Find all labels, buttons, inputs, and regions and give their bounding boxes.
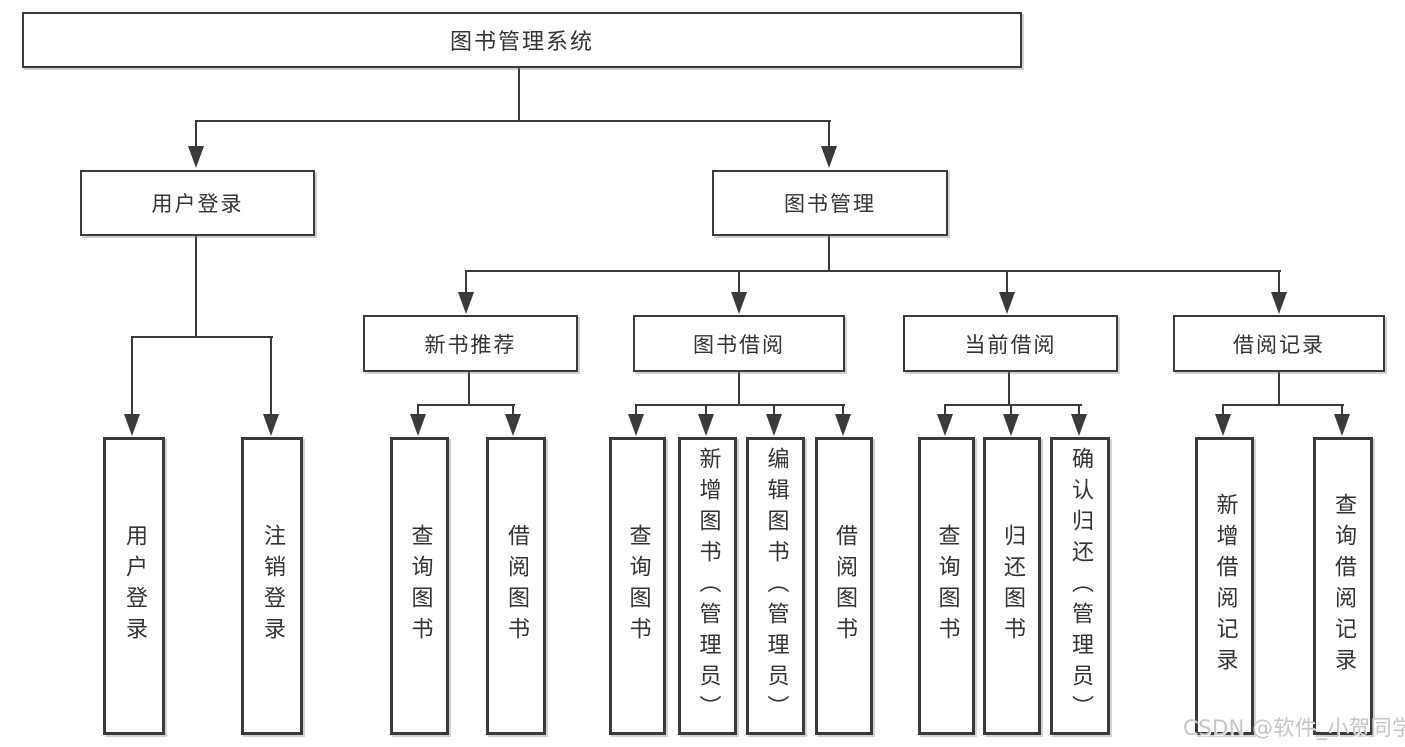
arrow-down-icon — [1334, 414, 1350, 436]
arrow-down-icon — [505, 414, 521, 436]
connector-line — [465, 270, 1281, 272]
connector-line — [1010, 404, 1012, 416]
connector-line — [518, 68, 520, 121]
connector-line — [944, 404, 946, 416]
leaf-logout-label: 注销登录 — [260, 524, 285, 648]
leaf-bb-query-books: 查询图书 — [609, 437, 666, 735]
leaf-bb-edit-books: 编辑图书（管理员） — [746, 437, 805, 735]
arrow-down-icon — [188, 146, 204, 168]
connector-line — [1078, 404, 1080, 416]
arrow-down-icon — [821, 146, 837, 168]
connector-line — [465, 270, 467, 294]
connector-line — [512, 404, 514, 416]
node-current-borrow-label: 当前借阅 — [964, 332, 1057, 357]
arrow-down-icon — [937, 414, 953, 436]
node-book-borrow-label: 图书借阅 — [693, 332, 785, 357]
node-current-borrow: 当前借阅 — [903, 315, 1118, 372]
connector-line — [705, 404, 707, 416]
arrow-down-icon — [698, 414, 714, 436]
connector-line — [828, 120, 830, 148]
connector-line — [195, 120, 831, 122]
connector-line — [270, 336, 272, 416]
leaf-br-add-record-label: 新增借阅记录 — [1212, 493, 1238, 679]
connector-line — [131, 336, 133, 416]
leaf-bb-borrow-books-label: 借阅图书 — [832, 524, 857, 648]
leaf-nb-borrow-books: 借阅图书 — [486, 437, 546, 735]
arrow-down-icon — [458, 292, 474, 314]
connector-line — [417, 404, 515, 406]
node-user-login-branch-label: 用户登录 — [151, 192, 244, 216]
connector-line — [842, 404, 844, 416]
connector-line — [1222, 404, 1344, 406]
connector-line — [1008, 372, 1010, 406]
arrow-down-icon — [766, 414, 782, 436]
connector-line — [1341, 404, 1343, 416]
leaf-cb-confirm-return-label: 确认归还（管理员） — [1068, 446, 1093, 726]
arrow-down-icon — [628, 414, 644, 436]
node-book-management-branch: 图书管理 — [712, 170, 948, 236]
node-book-management-branch-label: 图书管理 — [784, 192, 876, 216]
connector-line — [828, 236, 830, 271]
leaf-cb-query-books: 查询图书 — [918, 437, 975, 735]
leaf-bb-query-books-label: 查询图书 — [625, 524, 651, 648]
leaf-nb-query-books-label: 查询图书 — [407, 524, 433, 648]
connector-line — [1222, 404, 1224, 416]
leaf-bb-borrow-books: 借阅图书 — [815, 437, 873, 735]
node-user-login-branch: 用户登录 — [80, 170, 315, 236]
leaf-bb-add-books-label: 新增图书（管理员） — [695, 446, 721, 726]
connector-line — [195, 236, 197, 337]
leaf-br-query-record-label: 查询借阅记录 — [1331, 493, 1356, 679]
connector-line — [468, 372, 470, 406]
leaf-cb-return-books: 归还图书 — [983, 437, 1041, 735]
connector-line — [944, 404, 1082, 406]
arrow-down-icon — [410, 414, 426, 436]
leaf-nb-borrow-books-label: 借阅图书 — [504, 524, 529, 648]
leaf-cb-confirm-return: 确认归还（管理员） — [1050, 437, 1110, 735]
leaf-cb-query-books-label: 查询图书 — [934, 524, 960, 648]
connector-line — [131, 336, 273, 338]
arrow-down-icon — [731, 292, 747, 314]
node-book-borrow: 图书借阅 — [633, 315, 845, 372]
arrow-down-icon — [999, 292, 1015, 314]
connector-line — [195, 120, 197, 148]
leaf-nb-query-books: 查询图书 — [390, 437, 449, 735]
node-new-book-recommend-label: 新书推荐 — [424, 332, 517, 357]
connector-line — [1278, 372, 1280, 406]
arrow-down-icon — [1003, 414, 1019, 436]
leaf-br-add-record: 新增借阅记录 — [1195, 437, 1254, 735]
leaf-cb-return-books-label: 归还图书 — [1000, 524, 1025, 648]
connector-line — [635, 404, 845, 406]
node-root: 图书管理系统 — [22, 12, 1022, 68]
connector-line — [773, 404, 775, 416]
connector-line — [738, 270, 740, 294]
csdn-watermark: CSDN @软件_小贺同学 — [1183, 716, 1405, 740]
leaf-bb-edit-books-label: 编辑图书（管理员） — [763, 446, 789, 726]
connector-line — [1006, 270, 1008, 294]
leaf-bb-add-books: 新增图书（管理员） — [678, 437, 737, 735]
arrow-down-icon — [263, 414, 279, 436]
arrow-down-icon — [124, 414, 140, 436]
arrow-down-icon — [1071, 414, 1087, 436]
leaf-logout: 注销登录 — [241, 437, 303, 735]
leaf-br-query-record: 查询借阅记录 — [1313, 437, 1373, 735]
node-root-label: 图书管理系统 — [449, 30, 594, 55]
connector-line — [738, 372, 740, 406]
arrow-down-icon — [1215, 414, 1231, 436]
node-borrow-records-label: 借阅记录 — [1233, 332, 1325, 357]
arrow-down-icon — [1271, 292, 1287, 314]
arrow-down-icon — [835, 414, 851, 436]
leaf-user-login: 用户登录 — [103, 437, 165, 735]
node-new-book-recommend: 新书推荐 — [363, 315, 578, 372]
connector-line — [1278, 270, 1280, 294]
leaf-user-login-label: 用户登录 — [122, 524, 147, 648]
node-borrow-records: 借阅记录 — [1173, 315, 1385, 372]
connector-line — [635, 404, 637, 416]
connector-line — [417, 404, 419, 416]
